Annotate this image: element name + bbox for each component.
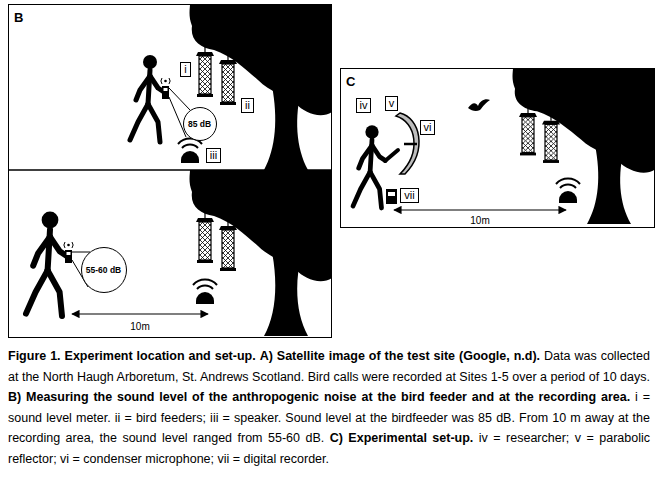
node-text: iv [360, 99, 368, 112]
distance-arrow [394, 209, 566, 210]
speaker [178, 139, 202, 163]
distance-label: 10m [468, 215, 491, 226]
panel-frame: Civ v vi vii [340, 68, 655, 228]
callout-number: vii [400, 188, 418, 203]
node-text: iii [210, 149, 217, 162]
tree [513, 68, 656, 224]
node-text: ii [245, 99, 250, 112]
parabolic-reflector [396, 113, 419, 174]
speaker [556, 179, 580, 203]
person [353, 125, 385, 208]
caption-text: C) Experimental set-up. [330, 431, 474, 445]
condenser-microphone [404, 143, 417, 146]
digital-recorder [388, 192, 395, 196]
sound-level-meter [161, 78, 170, 99]
sound-level-callout: 55-60 dB [81, 247, 127, 293]
distance-arrow [72, 313, 208, 314]
node-text: 85 dB [188, 119, 211, 129]
node-text: B [14, 10, 23, 25]
callout-number: iv [356, 98, 372, 113]
caption-text: B) Measuring the sound level of the anth… [8, 390, 630, 404]
callout-number: iii [206, 148, 221, 163]
sound-level-meter [64, 242, 73, 263]
person-arm [385, 150, 398, 161]
node-text: 55-60 dB [86, 265, 121, 275]
sound-level-callout: 85 dB [183, 107, 217, 141]
figure-caption: Figure 1. Experiment location and set-up… [8, 346, 650, 469]
person [26, 212, 67, 316]
speaker [193, 280, 217, 304]
distance-label: 10m [128, 321, 151, 332]
node-text: C [346, 74, 355, 89]
bird [468, 99, 490, 111]
caption-text: A) Satellite image of the test site (Goo… [260, 349, 540, 363]
node-text: v [389, 97, 395, 110]
callout-number: i [180, 62, 190, 77]
callout-number: ii [241, 98, 254, 113]
tree [190, 170, 333, 336]
bird [246, 219, 264, 228]
node-text: i [184, 63, 186, 76]
node-text: vii [404, 189, 414, 202]
panel-frame: Biii85 dBiii55-60 dB [8, 4, 332, 338]
callout-number: vi [420, 120, 436, 135]
callout-number: v [385, 96, 399, 111]
tree [190, 4, 333, 170]
person [130, 55, 164, 142]
digital-recorder [386, 189, 397, 204]
node-text: vi [424, 121, 432, 134]
caption-heading: Figure 1. Experiment location and set-up… [8, 349, 256, 363]
